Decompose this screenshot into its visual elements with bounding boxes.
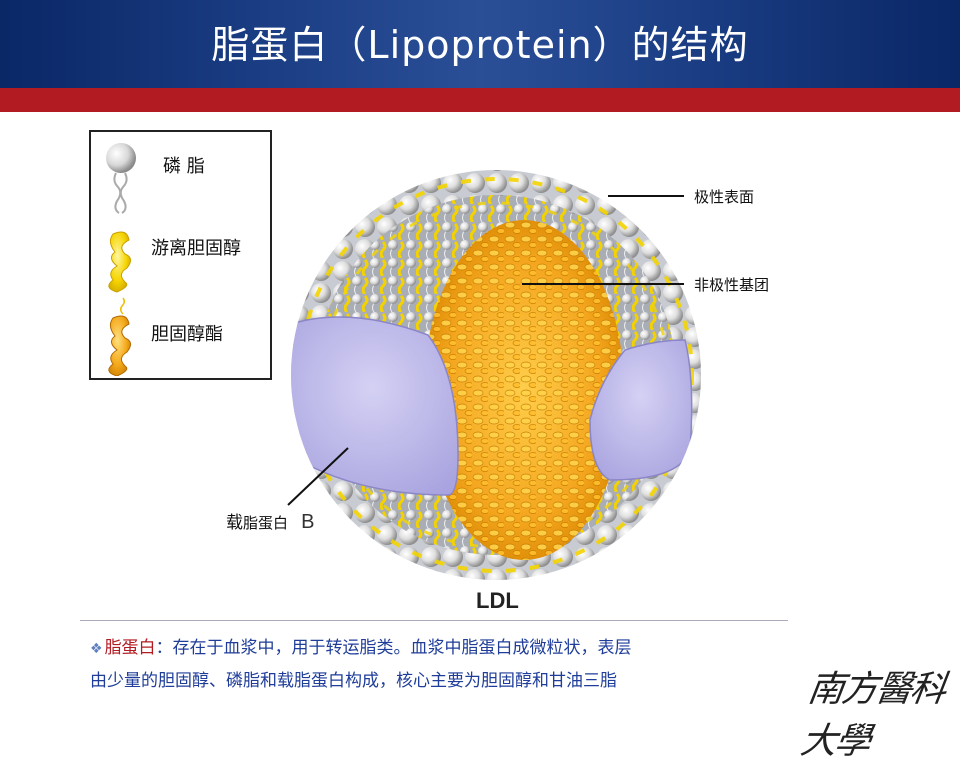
label-nonpolar-group: 非极性基团 [694, 276, 770, 294]
note-term: 脂蛋白 [104, 638, 156, 658]
apob-label-prefix: 载 [226, 513, 243, 533]
apolipoprotein-b-band [291, 316, 693, 496]
legend-icons [106, 143, 136, 376]
page-title: 脂蛋白（Lipoprotein）的结构 [211, 23, 749, 67]
apob-label-suffix: B [301, 511, 315, 533]
apob-label-mid: 脂蛋白 [243, 514, 289, 532]
description-note: ❖脂蛋白：存在于血浆中，用于转运脂类。血浆中脂蛋白成微粒状，表层 由少量的胆固醇… [90, 632, 790, 697]
diagram-caption-ldl: LDL [476, 588, 519, 613]
label-polar-surface: 极性表面 [694, 188, 755, 206]
free-cholesterol-icon [108, 231, 131, 293]
bullet-diamond-icon: ❖ [90, 641, 103, 657]
note-line-2: 由少量的胆固醇、磷脂和载脂蛋白构成，核心主要为胆固醇和甘油三脂 [90, 671, 617, 691]
bottom-divider [80, 620, 788, 621]
university-logo: 南方醫科大學 [797, 669, 948, 762]
legend-label-free-cholesterol: 游离胆固醇 [151, 238, 241, 259]
legend-label-cholesterol-ester: 胆固醇酯 [151, 324, 223, 345]
red-divider-band [0, 88, 960, 112]
note-text-1: ：存在于血浆中，用于转运脂类。血浆中脂蛋白成微粒状，表层 [155, 638, 632, 658]
cholesterol-ester-icon [108, 297, 131, 376]
ldl-structure-diagram [287, 170, 701, 580]
note-line-1: ❖脂蛋白：存在于血浆中，用于转运脂类。血浆中脂蛋白成微粒状，表层 [90, 632, 790, 665]
phospholipid-icon [106, 143, 136, 214]
title-bar: 脂蛋白（Lipoprotein）的结构 [0, 0, 960, 88]
legend-box: 磷 脂 游离胆固醇 胆固醇酯 [89, 130, 272, 380]
label-apolipoprotein-b: 载脂蛋白 B [226, 508, 314, 534]
legend-label-phospholipid: 磷 脂 [163, 156, 205, 177]
